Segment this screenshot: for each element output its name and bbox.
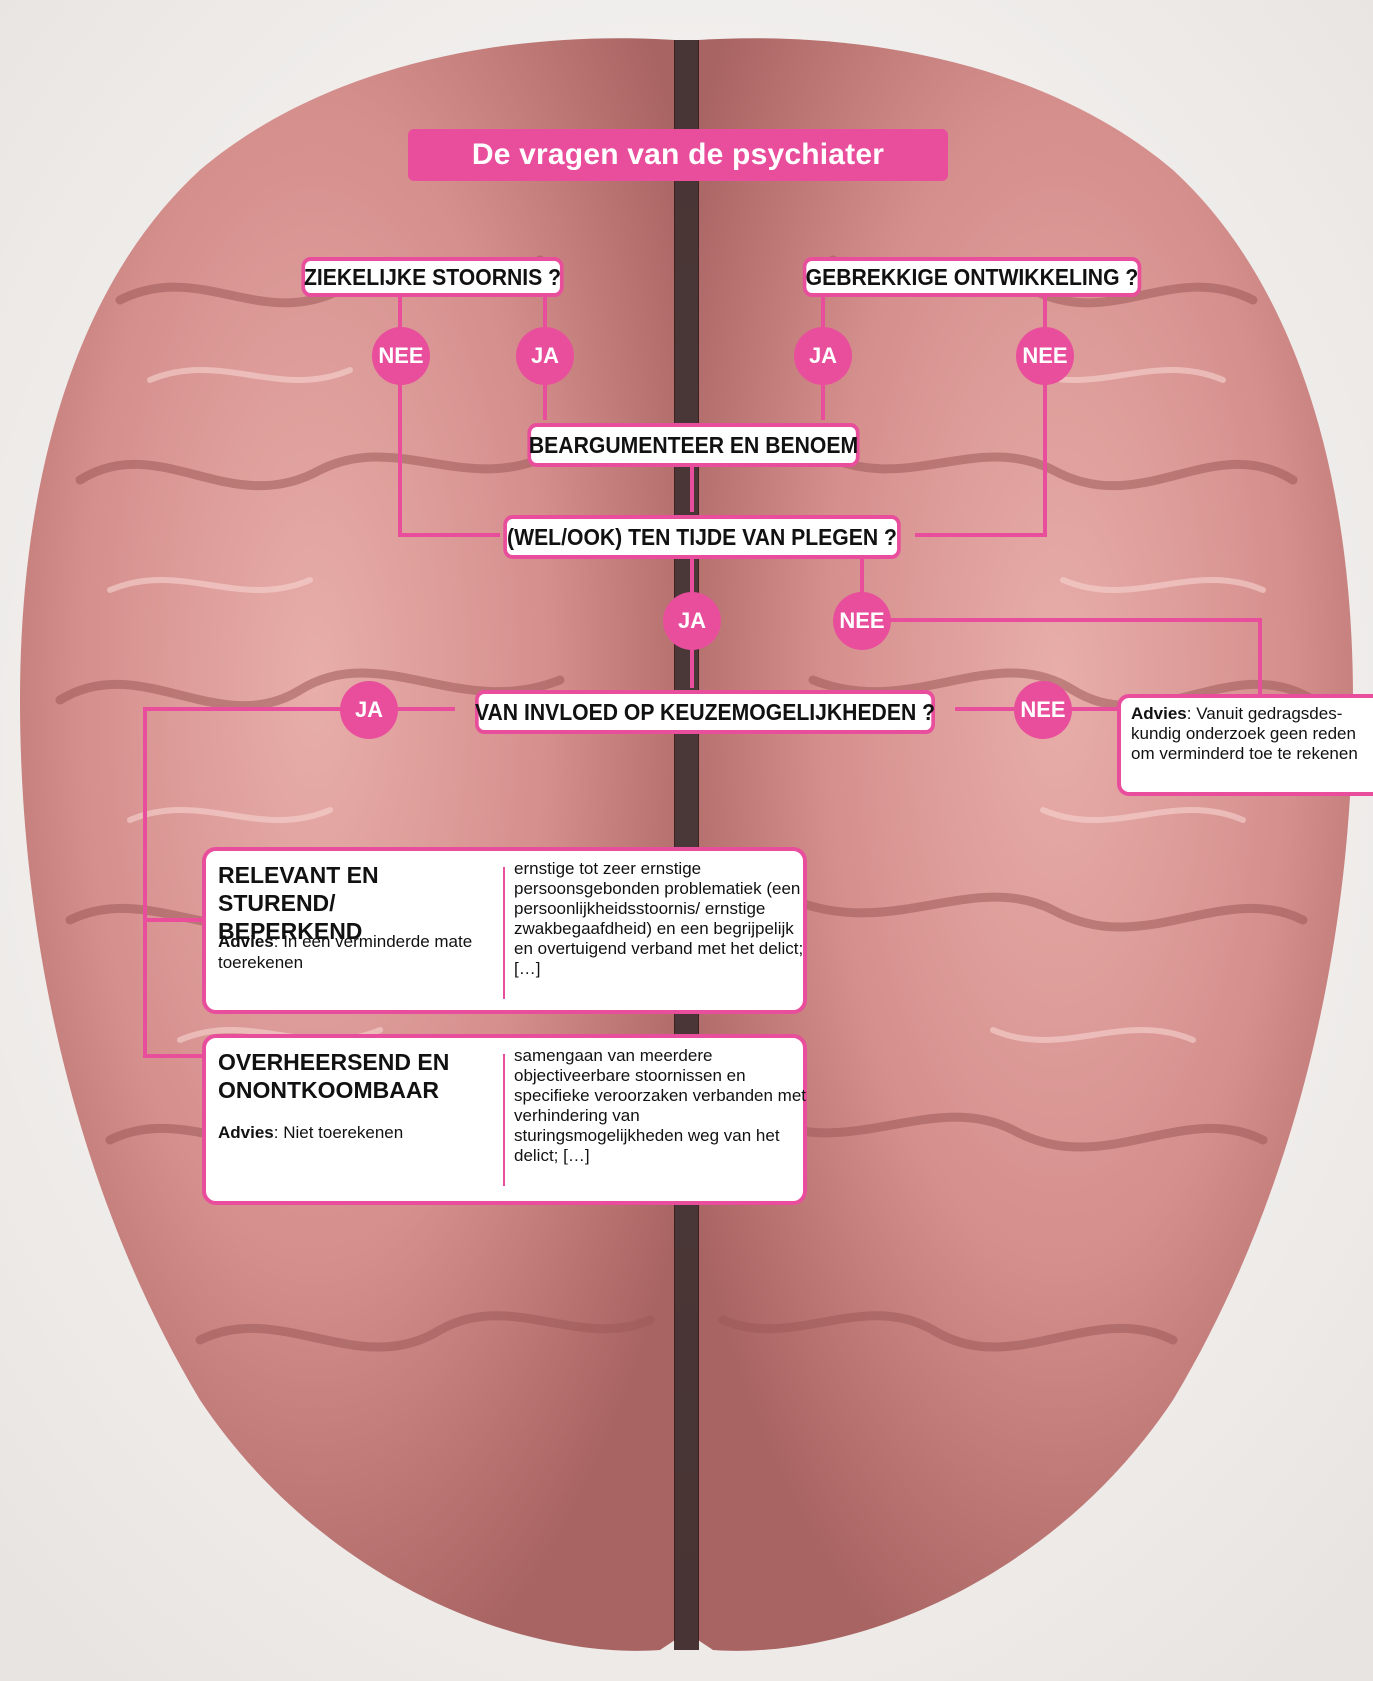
card-heading: OVERHEERSEND EN ONONTKOOMBAAR [218, 1048, 483, 1104]
card-advice-label: Advies [218, 1123, 274, 1142]
answer-q2-nee: NEE [1016, 327, 1074, 385]
question-gebrekkige-ontwikkeling: GEBREKKIGE ONTWIKKELING ? [803, 257, 1142, 297]
diagram-title: De vragen van de psychiater [408, 129, 948, 181]
outcome-card-overheersend-en-onontkoombaar: OVERHEERSEND EN ONONTKOOMBAAR Advies: Ni… [202, 1034, 807, 1205]
question-ten-tijde-van-plegen: (WEL/OOK) TEN TIJDE VAN PLEGEN ? [503, 515, 900, 559]
card-advice-text: : Niet toerekenen [274, 1123, 403, 1142]
question-ziekelijke-stoornis: ZIEKELIJKE STOORNIS ? [301, 257, 563, 297]
card-description: samengaan van meerdere objectiveerbare s… [514, 1046, 806, 1166]
answer-q4-ja: JA [663, 592, 721, 650]
card-advice: Advies: In een verminderde mate toereken… [218, 931, 483, 973]
answer-q1-ja: JA [516, 327, 574, 385]
advice-geen-verminderde-toerekening: Advies: Vanuit gedragsdes-kundig onderzo… [1117, 694, 1373, 796]
card-separator [503, 1054, 505, 1186]
answer-q5-ja: JA [340, 681, 398, 739]
advice-label: Advies [1131, 704, 1187, 723]
card-separator [503, 867, 505, 999]
card-advice: Advies: Niet toerekenen [218, 1122, 483, 1143]
card-description: ernstige tot zeer ernstige persoonsgebon… [514, 859, 806, 979]
answer-q5-nee: NEE [1014, 681, 1072, 739]
answer-q1-nee: NEE [372, 327, 430, 385]
card-advice-label: Advies [218, 932, 274, 951]
answer-q2-ja: JA [794, 327, 852, 385]
answer-q4-nee: NEE [833, 592, 891, 650]
outcome-card-relevant-en-sturend: RELEVANT EN STUREND/ BEPERKEND Advies: I… [202, 847, 807, 1014]
question-beargumenteer-en-benoem: BEARGUMENTEER EN BENOEM [527, 423, 859, 467]
question-van-invloed-op-keuzemogelijkheden: VAN INVLOED OP KEUZEMOGELIJKHEDEN ? [475, 690, 935, 734]
